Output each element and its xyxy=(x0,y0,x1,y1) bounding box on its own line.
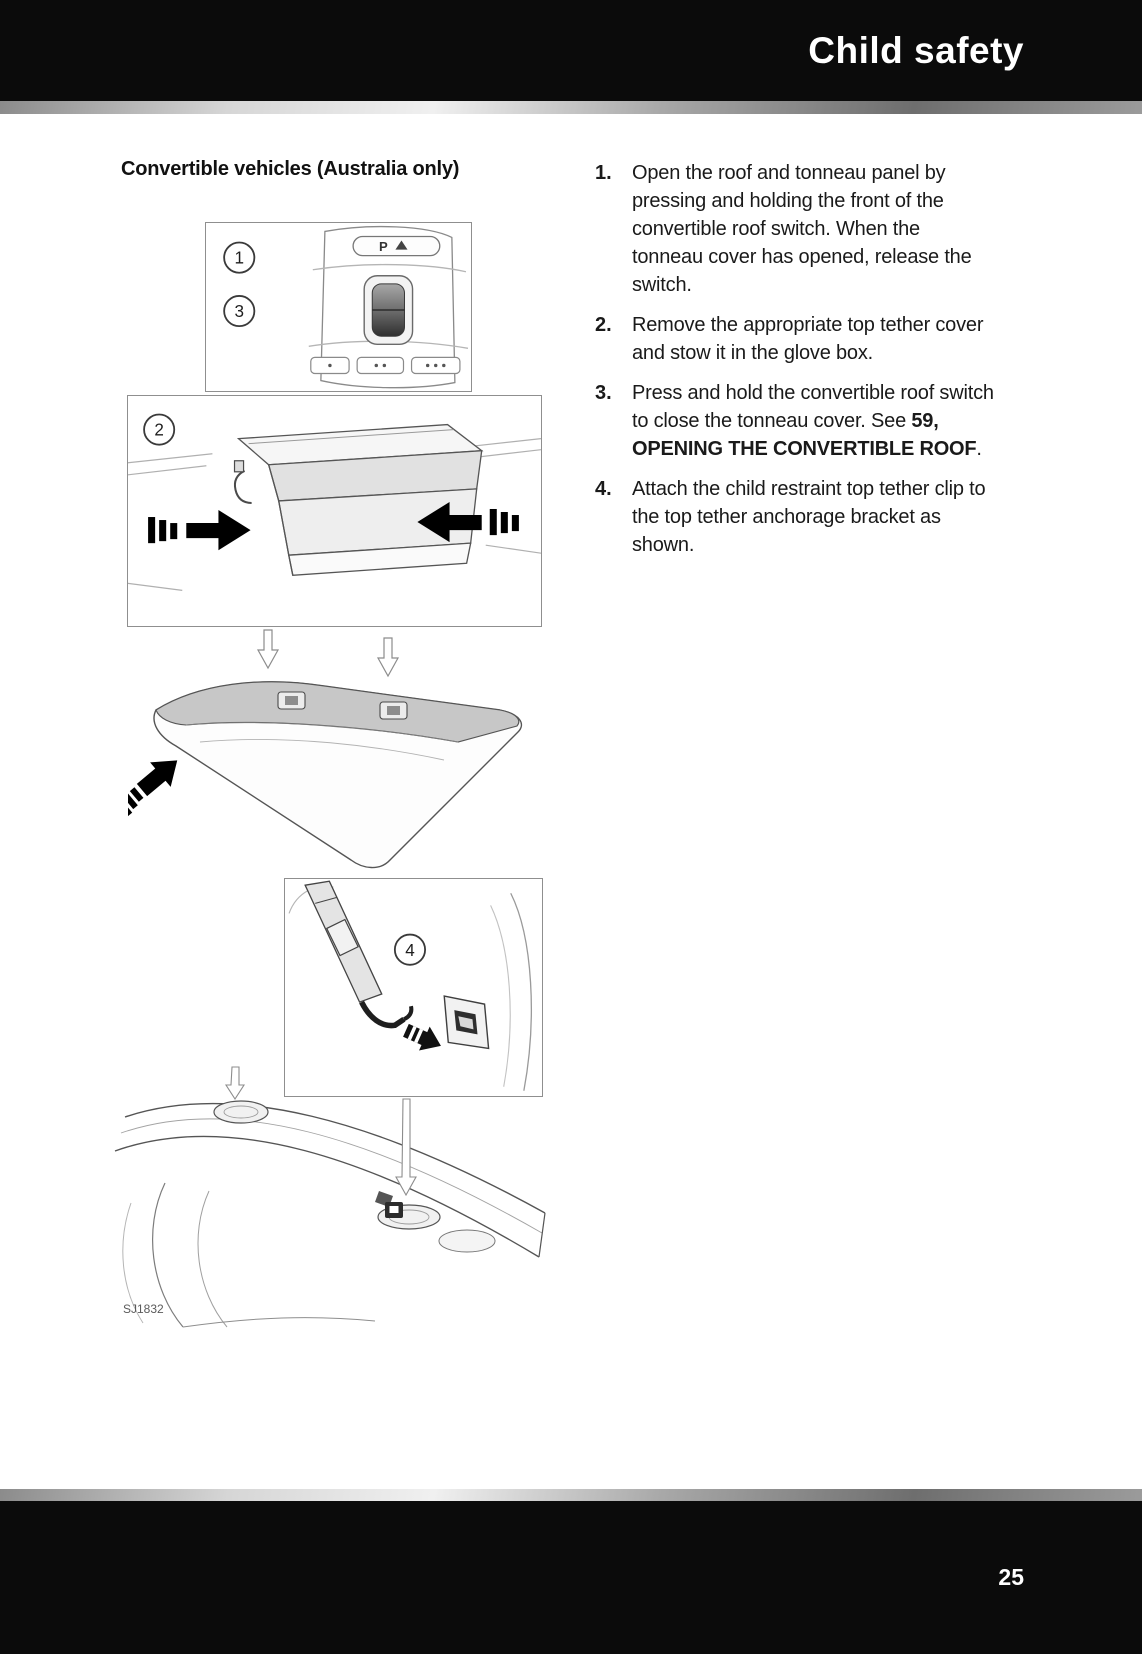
callout-3: 3 xyxy=(223,295,256,328)
right-press-arrow-icon xyxy=(417,501,519,543)
glovebox-opening xyxy=(236,423,484,577)
step-3-number: 3. xyxy=(595,382,612,404)
page-number: 25 xyxy=(998,1564,1024,1590)
step-4: 4. Attach the child restraint top tether… xyxy=(595,475,995,559)
lift-arrow-icon xyxy=(128,760,178,817)
figure-tonneau-panel xyxy=(128,628,548,873)
callout-1: 1 xyxy=(223,241,256,274)
step-1-number: 1. xyxy=(595,162,612,184)
callout-4: 4 xyxy=(393,933,426,966)
step-2: 2. Remove the appropriate top tether cov… xyxy=(595,311,995,367)
seat-outline xyxy=(122,1182,376,1328)
step-4-text: Attach the child restraint top tether cl… xyxy=(632,478,986,556)
callout-4-label: 4 xyxy=(405,941,415,960)
park-button-label: P xyxy=(379,239,388,254)
anchorage-bracket xyxy=(443,995,490,1050)
step-2-text: Remove the appropriate top tether cover … xyxy=(632,314,984,364)
step-3-text-pre: Press and hold the convertible roof swit… xyxy=(632,382,994,432)
tether-cover-front xyxy=(213,1100,269,1124)
side-cover xyxy=(438,1229,496,1253)
parcel-rail xyxy=(114,1102,546,1258)
dash-background-lines xyxy=(128,438,541,591)
step-3-text-bold: 59, OPENING THE CONVERTIBLE ROOF xyxy=(632,410,977,460)
step-3-text-post: . xyxy=(976,438,982,460)
cover-guide-arrow-icon xyxy=(224,1066,246,1101)
step-1: 1. Open the roof and tonneau panel by pr… xyxy=(595,159,995,299)
figure-anchorage-location: SJ1832 xyxy=(113,1065,550,1333)
left-press-arrow-icon xyxy=(148,509,251,551)
page-header: Child safety xyxy=(0,0,1142,101)
tether-clip-illustration: 4 xyxy=(288,880,532,1091)
figure-tether-clip-attach: 4 xyxy=(284,878,543,1097)
attached-clip xyxy=(375,1191,403,1218)
roof-switch-illustration: P 1 3 xyxy=(223,225,469,389)
attach-arrow-icon xyxy=(403,1023,441,1051)
figure-code: SJ1832 xyxy=(123,1302,164,1316)
tether-cover-illustration: 2 xyxy=(128,413,541,591)
clip-guide-arrow-icon xyxy=(395,1098,417,1197)
tether-strap xyxy=(304,880,383,1003)
header-divider xyxy=(0,101,1142,114)
lower-button-row xyxy=(310,356,461,375)
step-3-text: Press and hold the convertible roof swit… xyxy=(632,379,995,463)
roof-switch xyxy=(363,275,414,345)
button-dots xyxy=(328,363,446,368)
callout-3-label: 3 xyxy=(234,302,244,321)
tonneau-panel-illustration xyxy=(128,629,523,869)
step-2-number: 2. xyxy=(595,314,612,336)
step-3: 3. Press and hold the convertible roof s… xyxy=(595,379,995,463)
guide-arrows-icon xyxy=(256,629,400,678)
tether-clip-hook xyxy=(359,1000,414,1029)
roof-open-glyph-icon xyxy=(395,240,408,250)
tether-sockets xyxy=(277,691,408,720)
figure-roof-switch: P 1 3 xyxy=(205,222,472,392)
footer-divider xyxy=(0,1489,1142,1501)
page-title: Child safety xyxy=(808,29,1024,71)
park-button: P xyxy=(352,235,441,257)
callout-2-label: 2 xyxy=(154,421,164,440)
instruction-steps: 1. Open the roof and tonneau panel by pr… xyxy=(595,159,995,571)
callout-2: 2 xyxy=(143,413,176,446)
callout-1-label: 1 xyxy=(234,249,244,268)
page-footer: 25 xyxy=(0,1501,1142,1654)
section-heading: Convertible vehicles (Australia only) xyxy=(121,158,460,180)
anchorage-location-illustration: SJ1832 xyxy=(114,1066,546,1328)
step-4-number: 4. xyxy=(595,478,612,500)
step-1-text: Open the roof and tonneau panel by press… xyxy=(632,162,972,296)
latch-hook xyxy=(233,460,252,504)
figure-tether-cover-removal: 2 xyxy=(127,395,542,627)
panel-body xyxy=(153,681,523,869)
